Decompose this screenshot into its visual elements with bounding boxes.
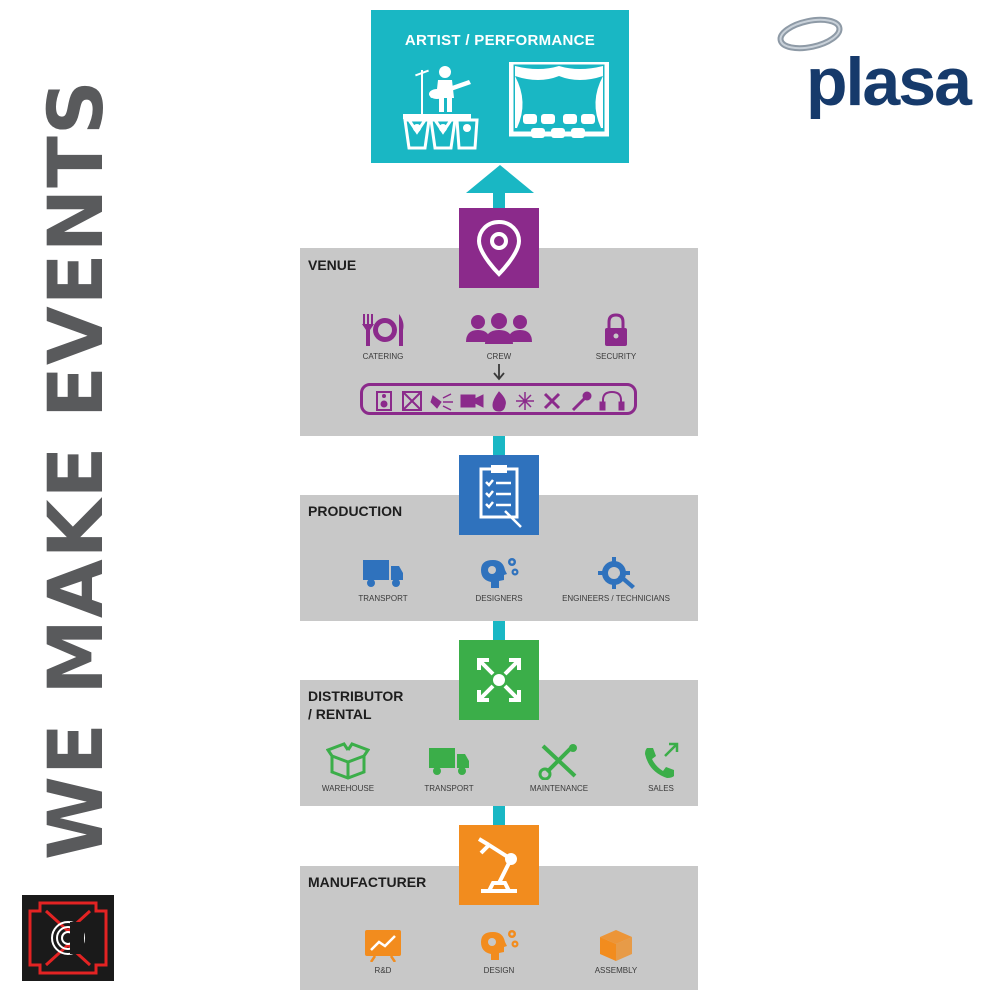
headset-icon <box>599 390 625 411</box>
venue-item-catering: CATERING <box>318 312 448 361</box>
clipboard-checklist-icon <box>479 465 522 528</box>
connector-line <box>493 620 505 642</box>
manufacturer-category-box <box>459 825 539 905</box>
performer-with-crowd-icon <box>403 66 479 150</box>
item-label: ASSEMBLY <box>594 966 638 975</box>
pyro-flame-icon <box>492 391 506 412</box>
item-label: CREW <box>486 352 512 361</box>
rigging-tools-icon <box>543 392 561 410</box>
cutlery-icon <box>362 314 404 346</box>
location-pin-icon <box>476 219 522 277</box>
plasa-logo-text: plasa <box>806 44 972 120</box>
robot-arm-icon <box>477 837 517 893</box>
equipment-icons <box>376 390 625 412</box>
video-camera-icon <box>460 394 484 408</box>
distributor-item-warehouse: WAREHOUSE <box>283 742 413 793</box>
truck-icon <box>429 748 469 775</box>
tools-icon <box>538 744 577 780</box>
head-gears-icon <box>481 558 519 588</box>
item-label: SECURITY <box>595 352 637 361</box>
item-label: ENGINEERS / TECHNICIANS <box>562 594 670 603</box>
distributor-category-box <box>459 640 539 720</box>
theatre-stage-icon <box>509 62 609 138</box>
expand-arrows-icon <box>477 658 521 702</box>
arrow-up-icon <box>466 165 534 193</box>
cube-icon <box>600 930 632 961</box>
distributor-title-line2: / RENTAL <box>308 706 372 722</box>
truss-icon <box>402 391 422 411</box>
manufacturer-title: MANUFACTURER <box>308 874 427 890</box>
spotlight-icon <box>430 393 453 411</box>
equipment-icon-bar <box>360 383 637 415</box>
open-box-icon <box>326 742 370 780</box>
item-label: DESIGN <box>483 966 515 975</box>
we-make-events-badge-logo <box>22 895 114 981</box>
item-label: TRANSPORT <box>358 594 408 603</box>
item-label: TRANSPORT <box>424 784 474 793</box>
crew-people-icon <box>466 313 532 344</box>
production-item-designers: DESIGNERS <box>434 556 564 603</box>
headline-text: WE MAKE EVENTS <box>31 79 120 860</box>
item-label: MAINTENANCE <box>529 784 589 793</box>
connector-line <box>493 805 505 827</box>
item-label: R&D <box>374 966 392 975</box>
production-category-box <box>459 455 539 535</box>
venue-item-security: SECURITY <box>551 312 681 361</box>
truck-icon <box>363 560 403 587</box>
padlock-icon <box>605 313 627 346</box>
laser-icon <box>516 392 534 410</box>
artist-performance-title: ARTIST / PERFORMANCE <box>404 32 596 49</box>
phone-icon <box>645 742 679 778</box>
distributor-title-line1: DISTRIBUTOR <box>308 688 404 704</box>
speaker-icon <box>376 391 392 411</box>
item-label: WAREHOUSE <box>321 784 375 793</box>
manufacturer-item-rnd: R&D <box>318 928 448 975</box>
venue-item-crew: CREW <box>434 312 564 361</box>
item-label: SALES <box>648 784 674 793</box>
distributor-item-maintenance: MAINTENANCE <box>494 742 624 793</box>
item-label: CATERING <box>362 352 404 361</box>
wrench-icon <box>571 391 592 412</box>
venue-category-box <box>459 208 539 288</box>
down-arrow-icon <box>493 364 505 381</box>
connector-line <box>493 435 505 460</box>
production-title: PRODUCTION <box>308 503 403 519</box>
distributor-item-transport: TRANSPORT <box>384 742 514 793</box>
manufacturer-item-assembly: ASSEMBLY <box>551 928 681 975</box>
production-item-transport: TRANSPORT <box>318 556 448 603</box>
production-item-engineers: ENGINEERS / TECHNICIANS <box>551 556 681 603</box>
plasa-swoosh-icon <box>776 12 846 59</box>
distributor-item-sales: SALES <box>596 742 726 793</box>
gear-wrench-icon <box>598 557 635 589</box>
item-label: DESIGNERS <box>475 594 523 603</box>
head-gears-icon <box>481 930 519 960</box>
chart-board-icon <box>365 930 401 962</box>
venue-title: VENUE <box>308 257 357 273</box>
manufacturer-item-design: DESIGN <box>434 928 564 975</box>
connector-line <box>493 190 505 210</box>
artist-performance-box: ARTIST / PERFORMANCE <box>371 10 629 163</box>
